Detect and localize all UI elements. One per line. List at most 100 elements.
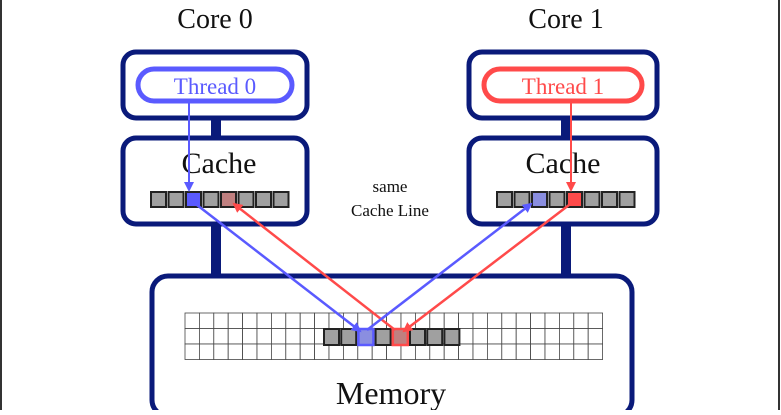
core-1-cache-label: Cache	[526, 147, 601, 180]
memory-grid-cell	[342, 343, 359, 360]
memory-grid-cell	[515, 343, 532, 360]
memory-grid-cell	[213, 343, 229, 360]
memory-grid-cell	[213, 328, 229, 345]
memory-grid-cell	[184, 343, 200, 360]
memory-grid-cell	[458, 328, 474, 345]
memory-grid-cell	[458, 312, 474, 329]
arrows	[184, 103, 576, 333]
memory-grid-cell	[544, 328, 560, 345]
memory-cache-line-cell	[391, 327, 410, 347]
memory-grid-cell	[242, 343, 258, 360]
memory-grid-cell	[270, 328, 287, 345]
memory-cache-line-cell	[323, 328, 340, 346]
cache-0-cell	[202, 191, 220, 208]
memory-cache-line-cell	[374, 328, 392, 346]
cache-1-cell	[513, 191, 531, 208]
memory-grid-cell	[299, 328, 316, 345]
cache-0-cell	[237, 191, 255, 208]
memory-grid-cell	[314, 312, 330, 329]
memory-grid-cell	[486, 328, 503, 345]
memory-grid-cell	[587, 328, 604, 345]
core-0-thread-box: Thread 0	[120, 49, 310, 121]
core-1-connector-lower	[561, 224, 571, 276]
memory-to-cache-1-arrow	[366, 202, 533, 331]
memory-grid-cell	[559, 343, 575, 360]
memory-grid-cell	[242, 328, 258, 345]
core-0-cache-line	[150, 191, 290, 208]
memory-grid-cell	[559, 328, 575, 345]
memory-grid-cell	[198, 343, 215, 360]
cache-0-cell	[167, 191, 185, 208]
memory-grid-cell	[530, 343, 546, 360]
cache-0-cell	[220, 191, 237, 208]
memory-grid-cell	[227, 312, 243, 329]
memory-grid-cell	[256, 343, 272, 360]
memory-grid-cell	[544, 312, 560, 329]
memory-grid-cell	[314, 343, 330, 360]
memory-grid-cell	[501, 343, 517, 360]
memory-cache-line-cell	[357, 327, 375, 347]
memory-grid-cell	[184, 328, 200, 345]
memory-grid-cell	[371, 343, 388, 360]
memory-cache-line	[323, 327, 461, 347]
memory-grid-cell	[429, 312, 445, 329]
cache-1-cell	[566, 191, 583, 208]
thread-0-label: Thread 0	[174, 74, 256, 99]
memory-grid-cell	[443, 312, 460, 329]
memory-grid-cell	[530, 328, 546, 345]
cache-0-cell	[272, 191, 290, 208]
memory-grid-cell	[328, 343, 344, 360]
memory-grid-cell	[530, 312, 546, 329]
memory-grid-cell	[458, 343, 474, 360]
cache-1-cell	[496, 191, 513, 208]
memory-grid-cell	[198, 312, 215, 329]
memory-grid-cell	[414, 343, 431, 360]
annotation-cache-line: Cache Line	[351, 201, 429, 220]
memory-grid-cell	[501, 328, 517, 345]
cache-1-cell	[531, 191, 548, 208]
cache-1-cell	[618, 191, 636, 208]
memory-grid-cell	[299, 343, 316, 360]
memory-grid-cell	[515, 328, 532, 345]
cache-1-cell	[601, 191, 618, 208]
core-0-title: Core 0	[177, 4, 252, 35]
thread-1-label: Thread 1	[522, 74, 604, 99]
memory-to-cache-0-arrow	[232, 202, 396, 331]
memory-grid-cell	[357, 343, 373, 360]
memory-grid-cell	[573, 312, 589, 329]
memory-grid-cell	[559, 312, 575, 329]
memory-label: Memory	[336, 375, 446, 410]
memory-grid-cell	[285, 312, 301, 329]
memory-grid-cell	[256, 312, 272, 329]
annotation-same: same	[373, 177, 408, 196]
cache-1-cell	[583, 191, 601, 208]
core-0-connector-lower	[211, 224, 221, 276]
memory-grid-cell	[256, 328, 272, 345]
memory-grid-cell	[299, 312, 316, 329]
memory-grid-cell	[472, 328, 488, 345]
cache-0-cell	[255, 191, 272, 208]
memory-grid-cell	[400, 312, 416, 329]
core-0-cache-box: Cache	[120, 135, 310, 227]
cache-1-cell	[548, 191, 566, 208]
memory-cache-line-cell	[409, 328, 426, 346]
memory-grid-cell	[227, 328, 243, 345]
memory-grid-cell	[270, 343, 287, 360]
memory-grid-cell	[501, 312, 517, 329]
core-1-title: Core 1	[528, 4, 603, 35]
memory-grid-cell	[285, 328, 301, 345]
memory-grid-cell	[472, 343, 488, 360]
memory-grid-cell	[198, 328, 215, 345]
memory-grid-cell	[587, 312, 604, 329]
memory-cache-line-cell	[426, 328, 444, 346]
memory-grid-cell	[386, 343, 402, 360]
memory-grid-cell	[472, 312, 488, 329]
core-0-connector-upper	[211, 118, 221, 140]
memory-grid-cell	[242, 312, 258, 329]
memory-grid-cell	[443, 343, 460, 360]
memory-grid-cell	[400, 343, 416, 360]
memory-grid-cell	[587, 343, 604, 360]
cache-0-cell	[150, 191, 167, 208]
memory-grid-cell	[270, 312, 287, 329]
